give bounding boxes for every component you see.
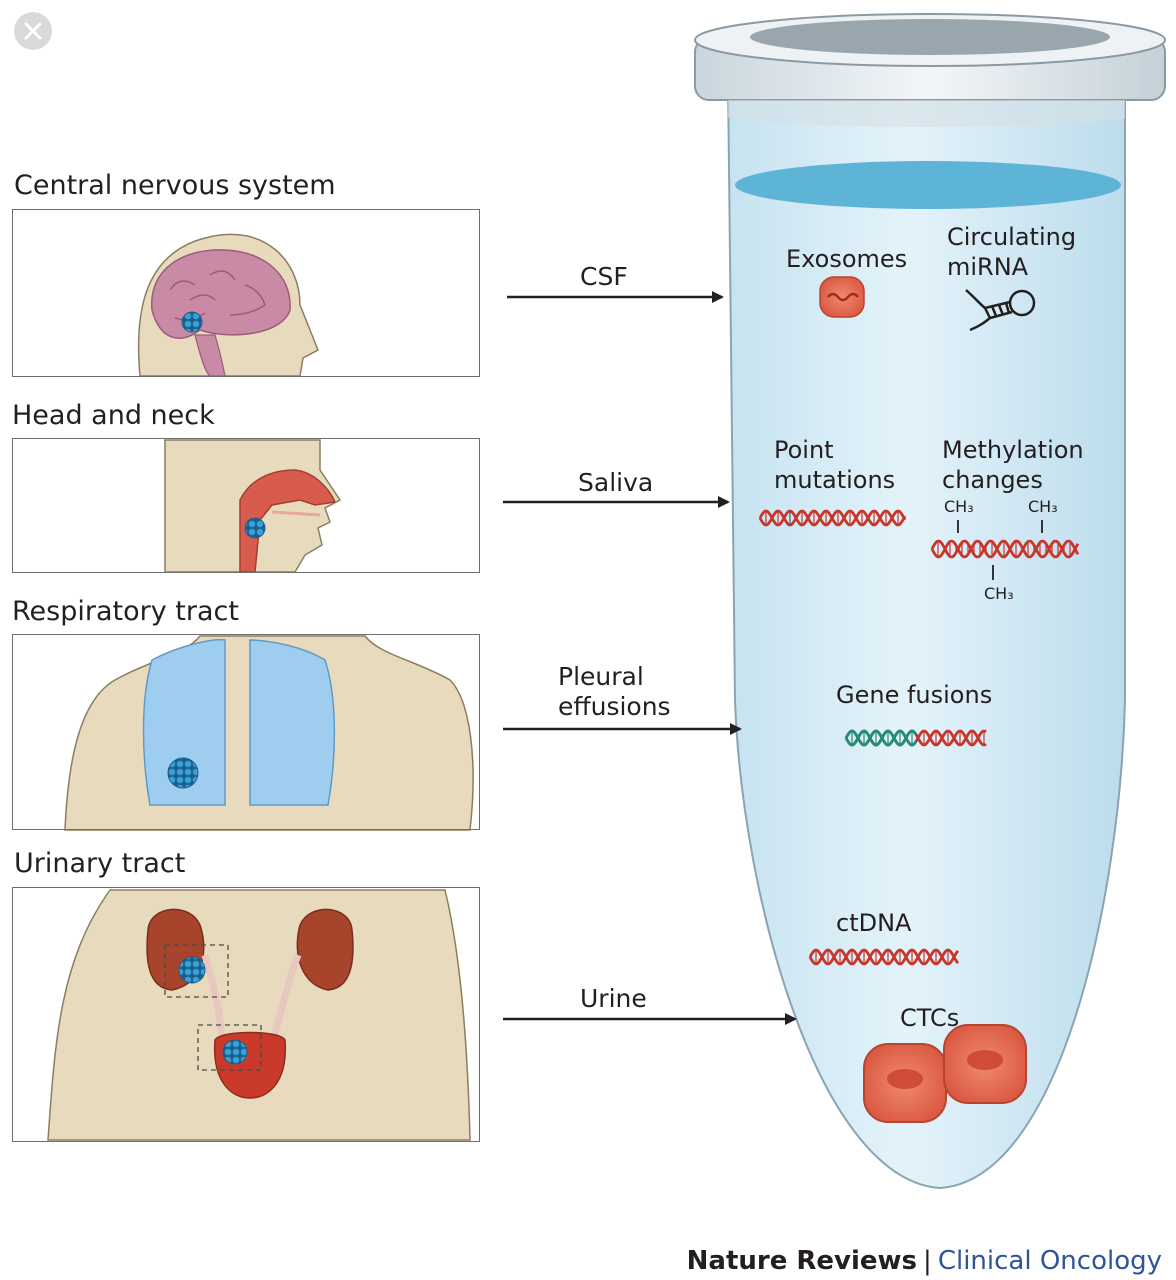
tumour-icon <box>178 956 206 984</box>
label-exosomes: Exosomes <box>786 245 908 273</box>
fluid-label-csf: CSF <box>580 262 628 291</box>
label-gene-fusions: Gene fusions <box>836 681 993 709</box>
tumour-icon <box>244 517 266 539</box>
label-ctdna: ctDNA <box>836 909 912 937</box>
panel-head-neck-frame <box>12 438 480 573</box>
label-methylation-changes: Methylation changes <box>942 436 1084 494</box>
dna-strand <box>758 509 907 527</box>
ctdna-icon <box>808 948 960 966</box>
panel-title-urinary: Urinary tract <box>14 848 186 879</box>
head-neck-illustration <box>164 439 342 573</box>
ch3-label: CH₃ <box>944 497 974 516</box>
panel-cns-frame <box>12 209 480 377</box>
fluid-label-urine: Urine <box>580 984 647 1013</box>
point-mutation-dna-icon <box>758 509 907 527</box>
gene-fusion-dna-icon <box>844 729 987 747</box>
fluid-label-pleural: Pleural effusions <box>558 662 671 721</box>
close-button[interactable] <box>14 12 52 50</box>
tumour-icon <box>181 311 203 333</box>
ch3-label: CH₃ <box>984 584 1014 603</box>
fluid-surface <box>735 161 1121 209</box>
methylation-dna-icon <box>930 539 1080 559</box>
label-ctcs: CTCs <box>900 1004 960 1032</box>
ctc-cells-icon <box>863 1024 1027 1123</box>
tumour-icon <box>167 757 199 789</box>
journal-section: Clinical Oncology <box>937 1246 1162 1276</box>
lungs-illustration <box>64 635 474 831</box>
ch3-label: CH₃ <box>1028 497 1058 516</box>
tumour-icon <box>222 1039 248 1065</box>
label-point-mutations: Point mutations <box>774 436 896 494</box>
arrows <box>503 291 797 1025</box>
journal-name: Nature Reviews <box>686 1246 918 1276</box>
mirna-hairpin-icon <box>965 289 1036 332</box>
panel-respiratory-frame <box>12 634 480 830</box>
close-icon <box>24 22 42 40</box>
label-circulating-mirna: Circulating miRNA <box>947 223 1077 281</box>
credit-separator: | <box>923 1246 932 1276</box>
fluid-label-saliva: Saliva <box>578 468 654 497</box>
dna-strand <box>844 729 918 747</box>
panel-title-cns: Central nervous system <box>14 170 336 201</box>
panel-title-respiratory: Respiratory tract <box>12 596 239 627</box>
panel-title-head-neck: Head and neck <box>12 400 215 431</box>
methyl-group-lines <box>957 520 1043 580</box>
journal-credit: Nature Reviews|Clinical Oncology <box>687 1246 1162 1276</box>
exosome-icon <box>819 276 865 318</box>
panel-urinary-frame <box>12 887 480 1142</box>
urinary-tract-illustration <box>47 889 471 1141</box>
dna-strand <box>808 948 960 966</box>
collection-tube <box>694 13 1166 1190</box>
head-brain-illustration <box>137 233 319 377</box>
